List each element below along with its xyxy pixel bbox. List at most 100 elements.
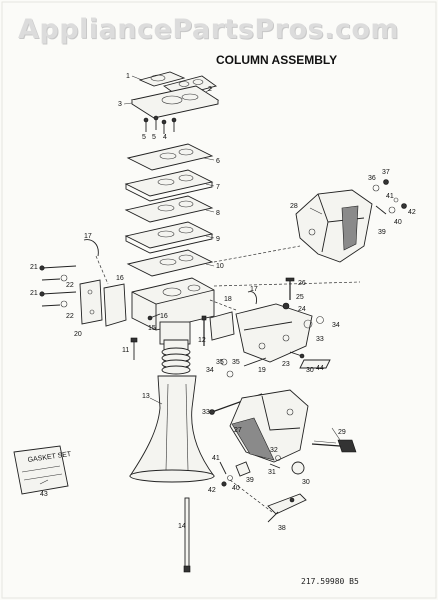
part-40-washer[interactable] (388, 206, 396, 214)
part-30-swivel-pad[interactable] (291, 461, 305, 475)
part-8-gasket[interactable] (124, 195, 214, 223)
part-13-column-tube[interactable] (129, 339, 215, 483)
callout-32: 32 (270, 447, 278, 454)
callout-8: 8 (216, 210, 220, 217)
part-25-swivel-bracket[interactable] (235, 303, 313, 363)
part-17-clip[interactable] (83, 239, 109, 285)
part-24-nut[interactable] (282, 302, 290, 310)
callout-1: 1 (126, 73, 130, 80)
drawing-number: 217.59980 B5 (301, 577, 359, 586)
part-14-drive-shaft[interactable] (183, 497, 191, 573)
callout-5b: 5 (152, 134, 156, 141)
column-housing[interactable] (131, 277, 215, 345)
part-35-washer[interactable] (220, 358, 228, 366)
part-26-bolt[interactable] (285, 277, 295, 300)
callout-16: 16 (116, 275, 124, 282)
part-12-stud[interactable] (201, 315, 207, 346)
callout-16b: 16 (160, 313, 168, 320)
callout-27: 27 (234, 427, 242, 434)
diagram-title: COLUMN ASSEMBLY (216, 53, 338, 67)
part-9-plate[interactable] (124, 221, 214, 254)
callout-38: 38 (278, 525, 286, 532)
callout-9: 9 (216, 236, 220, 243)
part-39-screw[interactable] (375, 205, 387, 215)
callout-15: 15 (148, 325, 156, 332)
part-22-washers[interactable] (41, 274, 68, 308)
callout-40b: 40 (232, 485, 240, 492)
callout-21b: 21 (30, 290, 38, 297)
callout-23: 23 (282, 361, 290, 368)
part-10-gasket[interactable] (126, 249, 214, 277)
part-1-gasket[interactable] (138, 71, 186, 87)
callout-17: 17 (84, 233, 92, 240)
callout-33: 33 (316, 336, 324, 343)
callout-34: 34 (332, 322, 340, 329)
callout-19: 19 (258, 367, 266, 374)
leader-lines (39, 75, 341, 485)
callout-4: 4 (163, 134, 167, 141)
part-6-gasket[interactable] (126, 143, 214, 171)
part-44-plate[interactable] (299, 359, 331, 369)
part-28-mount-bracket[interactable] (295, 189, 373, 263)
part-43-gasket-set[interactable]: GASKET SET (13, 445, 72, 495)
callout-31: 31 (268, 469, 276, 476)
callout-36: 36 (368, 175, 376, 182)
callout-30: 30 (302, 479, 310, 486)
callout-14: 14 (178, 523, 186, 530)
callout-41: 41 (386, 193, 394, 200)
part-32-washer[interactable] (275, 455, 281, 461)
part-29-clamp-screw[interactable] (311, 439, 357, 453)
callout-42: 42 (408, 209, 416, 216)
part-36-washer[interactable] (372, 184, 380, 192)
part-3-adapter-plate[interactable] (130, 85, 220, 119)
callout-26: 26 (298, 280, 306, 287)
part-16-bracket[interactable] (103, 283, 127, 327)
callout-20: 20 (74, 331, 82, 338)
part-38-lever[interactable] (267, 493, 307, 523)
part-42-nut[interactable] (401, 203, 407, 209)
part-19-pin[interactable] (243, 357, 267, 367)
part-39b-clip[interactable] (235, 461, 251, 477)
part-4-screws[interactable] (143, 115, 177, 134)
part-33-spacer[interactable] (303, 319, 313, 329)
callout-7: 7 (216, 184, 220, 191)
part-41b-spring[interactable] (219, 461, 227, 475)
callout-35: 35 (216, 359, 224, 366)
part-20-bracket[interactable] (79, 279, 103, 325)
part-34b-washer[interactable] (226, 370, 234, 378)
callout-10: 10 (216, 263, 224, 270)
part-17b-clip[interactable] (247, 291, 257, 305)
part-37-nut[interactable] (383, 179, 389, 185)
part-42b-nut[interactable] (221, 481, 227, 487)
callout-33b: 33 (202, 409, 210, 416)
part-15-screw[interactable] (147, 313, 161, 321)
callout-44: 44 (316, 365, 324, 372)
callout-39: 39 (378, 229, 386, 236)
part-18-clamp[interactable] (209, 311, 235, 341)
part-27-clamp-bracket[interactable] (229, 389, 309, 463)
callout-6: 6 (216, 158, 220, 165)
callout-21: 21 (30, 264, 38, 271)
callout-41b: 41 (212, 455, 220, 462)
part-23-screw[interactable] (289, 351, 305, 359)
callout-22b: 22 (66, 313, 74, 320)
part-21-screws[interactable] (39, 265, 77, 297)
callout-24: 24 (298, 306, 306, 313)
callout-2: 2 (208, 86, 212, 93)
callout-12: 12 (198, 337, 206, 344)
callout-17b: 17 (250, 286, 258, 293)
part-7-plate[interactable] (124, 169, 214, 202)
callout-5: 5 (142, 134, 146, 141)
part-41-spring[interactable] (393, 197, 399, 203)
part-11-bolt[interactable] (130, 337, 138, 360)
callout-11: 11 (122, 347, 129, 354)
callout-25: 25 (296, 294, 304, 301)
part-34-washer[interactable] (316, 316, 324, 324)
part-31-screw[interactable] (269, 463, 281, 469)
callout-43: 43 (40, 491, 48, 498)
callout-40: 40 (394, 219, 402, 226)
part-40b-washer[interactable] (227, 475, 233, 481)
watermark-text: AppliancePartsPros.com (18, 14, 400, 45)
